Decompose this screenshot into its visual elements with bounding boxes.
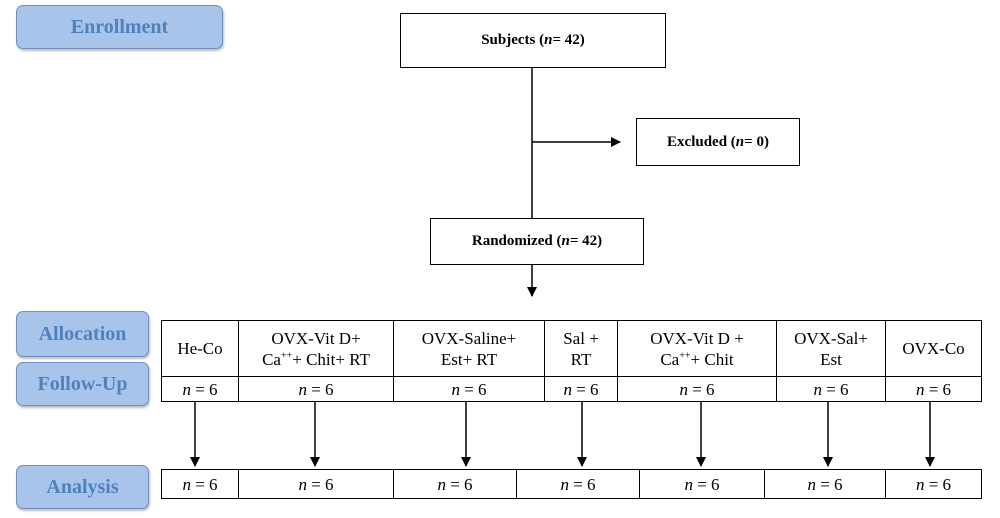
group-cell-ovx-co: OVX-Co — [885, 320, 982, 377]
n-symbol: n — [451, 379, 460, 399]
group-5-name-line1: OVX-Vit D + — [650, 328, 744, 348]
group-1-name: He-Co — [177, 339, 223, 358]
group-3-name-line2: Est+ RT — [440, 349, 498, 369]
follow-up-n-cell: n = 6 — [238, 376, 394, 402]
group-3-name-line1: OVX-Saline+ — [421, 328, 517, 348]
n-symbol: n — [560, 474, 569, 494]
group-2-ca: Ca — [262, 349, 281, 369]
excluded-label: Excluded — [667, 133, 728, 150]
n-symbol: n — [807, 474, 816, 494]
n-value: = 6 — [464, 379, 487, 399]
n-value: = 6 — [697, 474, 720, 494]
group-6-name-line1: OVX-Sal+ — [794, 328, 868, 348]
group-5-ca-sup: ++ — [679, 349, 691, 361]
excluded-box: Excluded (n = 0) — [636, 118, 800, 166]
group-cell-ovx-saline-est-rt: OVX-Saline+Est+ RT — [393, 320, 545, 377]
n-value: = 6 — [826, 379, 849, 399]
follow-up-n-cell: n = 6 — [161, 376, 239, 402]
n-value: = 6 — [573, 474, 596, 494]
excluded-n-symbol: n — [735, 133, 745, 150]
n-symbol: n — [915, 379, 925, 399]
n-value: = 6 — [928, 379, 952, 399]
subjects-label: Subjects — [481, 32, 536, 48]
group-cell-ovx-sal-est: OVX-Sal+Est — [776, 320, 886, 377]
analysis-n-cell: n = 6 — [885, 469, 982, 499]
n-value: = 6 — [450, 474, 473, 494]
n-value: = 6 — [576, 379, 599, 399]
n-value: = 6 — [928, 474, 952, 494]
subjects-box: Subjects (n = 42) — [400, 13, 666, 68]
n-symbol: n — [563, 379, 572, 399]
n-value: = 6 — [311, 379, 334, 399]
follow-up-n-cell: n = 6 — [544, 376, 618, 402]
n-symbol: n — [182, 474, 191, 494]
group-cell-sal-rt: Sal +RT — [544, 320, 618, 377]
follow-up-n-cell: n = 6 — [617, 376, 777, 402]
n-value: = 6 — [311, 474, 334, 494]
analysis-n-cell: n = 6 — [238, 469, 394, 499]
subjects-n-symbol: n — [544, 32, 553, 48]
follow-up-n-cell: n = 6 — [393, 376, 545, 402]
group-cell-ovx-vitd-ca-chit-rt: OVX-Vit D+Ca+++ Chit+ RT — [238, 320, 394, 377]
allocation-stage-label: Allocation — [16, 311, 149, 357]
analysis-n-cell: n = 6 — [639, 469, 765, 499]
n-value: = 6 — [195, 474, 218, 494]
group-5-ca: Ca — [660, 349, 680, 369]
n-symbol: n — [679, 379, 688, 399]
group-cell-ovx-vitd-ca-chit: OVX-Vit D +Ca+++ Chit — [617, 320, 777, 377]
analysis-n-cell: n = 6 — [161, 469, 239, 499]
group-4-name-line1: Sal + — [563, 328, 599, 348]
group-name-row: He-Co OVX-Vit D+Ca+++ Chit+ RT OVX-Salin… — [161, 320, 982, 377]
randomized-n-symbol: n — [561, 233, 570, 249]
n-symbol: n — [684, 474, 693, 494]
analysis-table: n = 6 n = 6 n = 6 n = 6 n = 6 n = 6 n = … — [161, 469, 982, 499]
n-symbol: n — [298, 474, 307, 494]
group-6-name-line2: Est — [820, 349, 842, 369]
randomized-label: Randomized — [471, 233, 553, 249]
follow-up-n-row: n = 6 n = 6 n = 6 n = 6 n = 6 n = 6 n = … — [161, 376, 982, 402]
analysis-stage-label: Analysis — [16, 465, 149, 509]
group-7-name: OVX-Co — [902, 339, 965, 358]
group-5-name-line2: + Chit — [690, 349, 734, 369]
randomized-box: Randomized (n = 42) — [430, 218, 644, 265]
follow-up-stage-label: Follow-Up — [16, 362, 149, 406]
n-value: = 6 — [195, 379, 218, 399]
n-value: = 6 — [820, 474, 843, 494]
n-symbol: n — [437, 474, 446, 494]
group-2-ca-sup: ++ — [280, 349, 293, 361]
excluded-count: = 0 — [744, 133, 764, 150]
n-symbol: n — [813, 379, 822, 399]
subjects-count: = 42 — [552, 32, 580, 48]
n-symbol: n — [182, 379, 191, 399]
allocation-table: He-Co OVX-Vit D+Ca+++ Chit+ RT OVX-Salin… — [161, 320, 982, 402]
follow-up-n-cell: n = 6 — [776, 376, 886, 402]
analysis-n-cell: n = 6 — [764, 469, 886, 499]
group-2-name-line2: + Chit+ RT — [292, 349, 370, 369]
group-4-name-line2: RT — [570, 349, 592, 369]
analysis-n-cell: n = 6 — [516, 469, 640, 499]
follow-up-n-cell: n = 6 — [885, 376, 982, 402]
group-2-name-line1: OVX-Vit D+ — [271, 328, 361, 348]
analysis-n-cell: n = 6 — [393, 469, 517, 499]
n-symbol: n — [298, 379, 307, 399]
n-symbol: n — [915, 474, 925, 494]
analysis-n-row: n = 6 n = 6 n = 6 n = 6 n = 6 n = 6 n = … — [161, 469, 982, 499]
enrollment-stage-label: Enrollment — [16, 5, 223, 49]
n-value: = 6 — [692, 379, 715, 399]
randomized-count: = 42 — [569, 233, 598, 249]
group-cell-he-co: He-Co — [161, 320, 239, 377]
